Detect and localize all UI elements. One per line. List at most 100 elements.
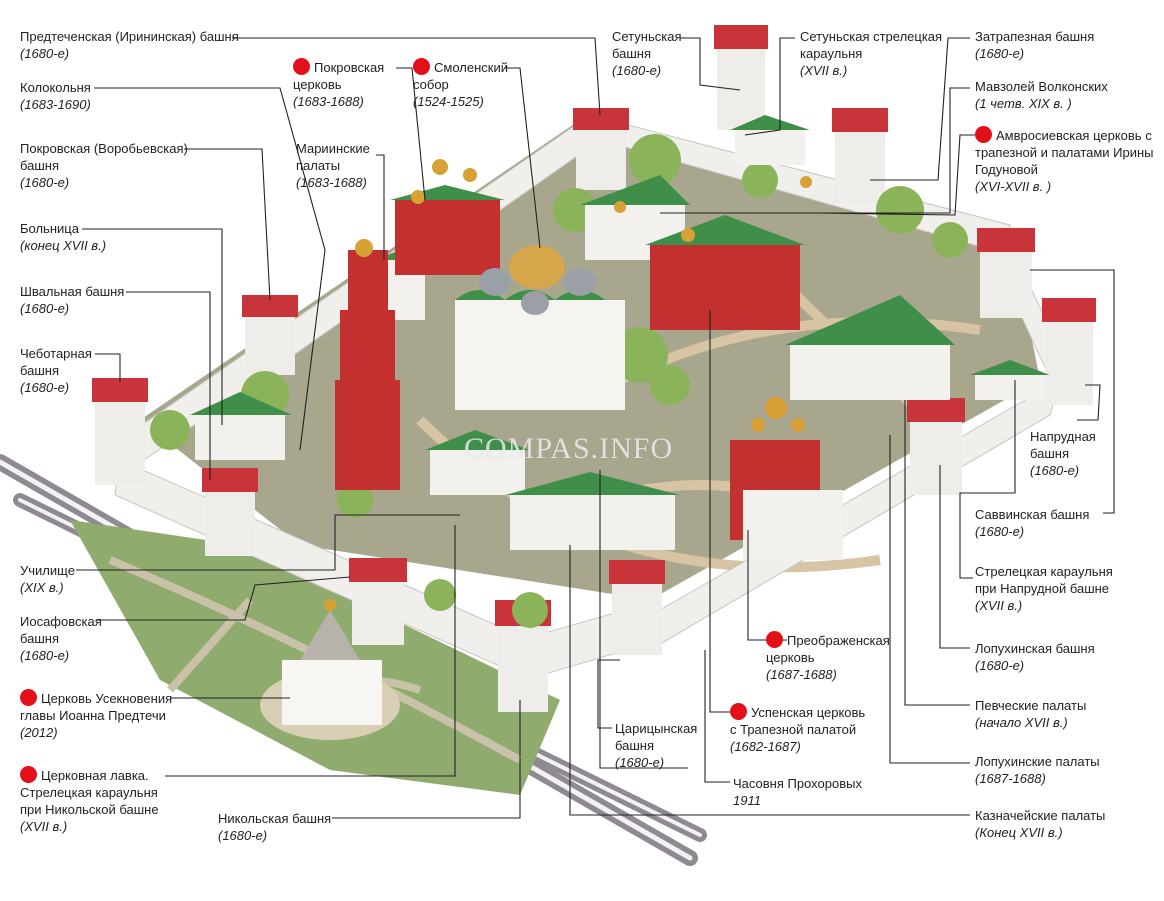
red-marker-icon: [766, 631, 783, 648]
label-name: Иосафовская башня: [20, 614, 102, 646]
label-name: Сетуньская башня: [612, 29, 682, 61]
label-shvalnaya: Швальная башня (1680-е): [20, 283, 124, 317]
label-name: Амвросиевская церковь с трапезной и пала…: [975, 128, 1154, 177]
label-date: (1680-е): [975, 46, 1025, 61]
label-name: Предтеченская (Ирининская) башня: [20, 29, 239, 44]
label-streletskaya-naprudnaya: Стрелецкая караульня при Напрудной башне…: [975, 563, 1125, 614]
label-date: (1680-е): [1030, 463, 1080, 478]
label-name: Саввинская башня: [975, 507, 1090, 522]
label-name: Мавзолей Волконских: [975, 79, 1108, 94]
label-setunskaya-karaulnya: Сетуньская стрелецкая караульня (XVII в.…: [800, 28, 950, 79]
label-chasovnya: Часовня Прохоровых 1911: [733, 775, 862, 809]
label-iosafovskaya: Иосафовская башня (1680-е): [20, 613, 110, 664]
golden-domes: [355, 159, 812, 432]
smolensky-cathedral: [455, 245, 625, 410]
red-marker-icon: [975, 126, 992, 143]
label-name: Покровская (Воробьевская) башня: [20, 141, 188, 173]
label-date: (1524-1525): [413, 94, 484, 109]
label-date: (1680-е): [975, 658, 1025, 673]
label-pevcheskie: Певческие палаты (начало XVII в.): [975, 697, 1086, 731]
label-name: Царицынская башня: [615, 721, 698, 753]
label-date: (XVII в.): [20, 819, 68, 834]
label-kaznacheyskie: Казначейские палаты (Конец XVII в.): [975, 807, 1105, 841]
label-name: Лопухинская башня: [975, 641, 1095, 656]
label-date: (1680-е): [20, 301, 70, 316]
label-uspenskaya: Успенская церковь с Трапезной палатой (1…: [730, 703, 870, 755]
label-savvinskaya: Саввинская башня (1680-е): [975, 506, 1089, 540]
label-naprudnaya: Напрудная башня (1680-е): [1030, 428, 1110, 479]
red-marker-icon: [20, 689, 37, 706]
label-name: Мариинские палаты: [296, 141, 370, 173]
label-date: (XVI-XVII в. ): [975, 179, 1052, 194]
label-date: (1682-1687): [730, 739, 801, 754]
label-name: Казначейские палаты: [975, 808, 1106, 823]
label-pokrovskaya-bashnya: Покровская (Воробьевская) башня (1680-е): [20, 140, 190, 191]
label-lavka: Церковная лавка. Стрелецкая караульня пр…: [20, 766, 170, 835]
label-date: (1680-е): [615, 755, 665, 770]
label-zatrapeznaya: Затрапезная башня (1680-е): [975, 28, 1094, 62]
label-name: Училище: [20, 563, 75, 578]
red-churches: [335, 185, 843, 560]
red-marker-icon: [413, 58, 430, 75]
new-church: [282, 599, 382, 725]
label-pokrovskaya-tserkov: Покровская церковь (1683-1688): [293, 58, 393, 110]
label-date: (1680-е): [218, 828, 268, 843]
label-date: (XIX в.): [20, 580, 64, 595]
label-name: Церковь Усекновения главы Иоанна Предтеч…: [20, 691, 173, 723]
red-marker-icon: [20, 766, 37, 783]
red-marker-icon: [293, 58, 310, 75]
label-name: Затрапезная башня: [975, 29, 1095, 44]
label-tsaritsynskaya: Царицынская башня (1680-е): [615, 720, 697, 771]
towers: [92, 25, 1096, 712]
label-kolokolnya: Колокольня (1683-1690): [20, 79, 91, 113]
label-bolnitsa: Больница (конец XVII в.): [20, 220, 106, 254]
label-date: (1680-е): [612, 63, 662, 78]
label-date: (1680-е): [20, 380, 70, 395]
label-name: Смоленский собор: [413, 60, 508, 92]
label-lopukhinskaya-bashnya: Лопухинская башня (1680-е): [975, 640, 1095, 674]
label-date: 1911: [733, 793, 761, 808]
label-name: Часовня Прохоровых: [733, 776, 862, 791]
label-date: (1683-1690): [20, 97, 91, 112]
label-name: Лопухинские палаты: [975, 754, 1100, 769]
label-name: Церковная лавка. Стрелецкая караульня пр…: [20, 768, 159, 817]
label-chebotarnaya: Чеботарная башня (1680-е): [20, 345, 100, 396]
label-predtechenskaya: Предтеченская (Ирининская) башня (1680-е…: [20, 28, 239, 62]
label-uchilishche: Училище (XIX в.): [20, 562, 75, 596]
label-name: Никольская башня: [218, 811, 332, 826]
label-date: (XVII в.): [800, 63, 848, 78]
label-name: Чеботарная башня: [20, 346, 92, 378]
label-lopukhinskie-palaty: Лопухинские палаты (1687-1688): [975, 753, 1100, 787]
label-date: (1680-е): [20, 648, 70, 663]
label-name: Стрелецкая караульня при Напрудной башне: [975, 564, 1113, 596]
label-date: (1687-1688): [766, 667, 837, 682]
label-name: Швальная башня: [20, 284, 125, 299]
label-amvrosievskaya: Амвросиевская церковь с трапезной и пала…: [975, 126, 1155, 195]
label-nikolskaya: Никольская башня (1680-е): [218, 810, 331, 844]
label-name: Успенская церковь с Трапезной палатой: [730, 705, 866, 737]
label-date: (1683-1688): [296, 175, 367, 190]
red-marker-icon: [730, 703, 747, 720]
label-name: Больница: [20, 221, 79, 236]
label-date: (1680-е): [975, 524, 1025, 539]
label-date: (Конец XVII в.): [975, 825, 1063, 840]
watermark: COMPAS.INFO: [464, 432, 674, 465]
label-date: (начало XVII в.): [975, 715, 1068, 730]
label-name: Преображенская церковь: [766, 633, 890, 665]
label-smolenskiy: Смоленский собор (1524-1525): [413, 58, 513, 110]
label-usekn: Церковь Усекновения главы Иоанна Предтеч…: [20, 689, 180, 741]
label-date: (2012): [20, 725, 58, 740]
label-setunskaya: Сетуньская башня (1680-е): [612, 28, 682, 79]
label-date: (1687-1688): [975, 771, 1046, 786]
label-date: (1683-1688): [293, 94, 364, 109]
label-mavzoley: Мавзолей Волконских (1 четв. XIX в. ): [975, 78, 1108, 112]
label-preobrazhenskaya: Преображенская церковь (1687-1688): [766, 631, 896, 683]
label-date: (1 четв. XIX в. ): [975, 96, 1072, 111]
label-name: Покровская церковь: [293, 60, 385, 92]
label-name: Сетуньская стрелецкая караульня: [800, 29, 943, 61]
label-date: (1680-е): [20, 175, 70, 190]
label-date: (XVII в.): [975, 598, 1023, 613]
label-date: (1680-е): [20, 46, 70, 61]
